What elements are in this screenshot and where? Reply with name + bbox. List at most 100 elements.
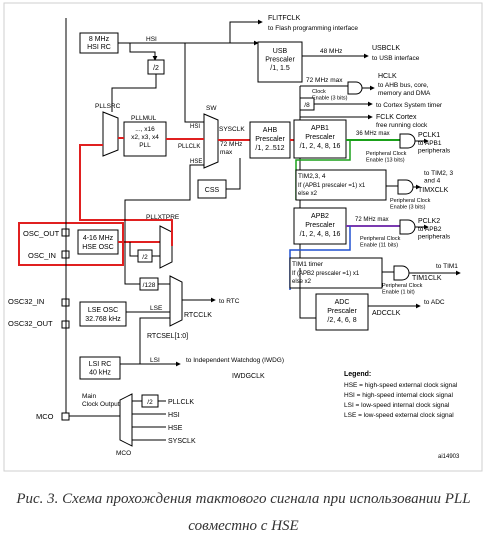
- mco-mux: [119, 393, 133, 447]
- to-iwdg-label: to Independent Watchdog (IWDG): [186, 357, 284, 364]
- tim234-box: [295, 169, 387, 201]
- usb-prescaler-box: [257, 41, 303, 83]
- mco-hsi-label: HSI: [168, 412, 180, 419]
- tim1-title: TIM1 timer: [292, 261, 324, 268]
- osc-out-label: OSC_OUT: [23, 229, 60, 238]
- sw-hsi-label: HSI: [190, 124, 200, 130]
- tim234-title: TIM2,3, 4: [298, 173, 326, 180]
- legend-title: Legend:: [344, 371, 371, 378]
- legend-hse: HSE = high-speed external clock signal: [344, 382, 458, 389]
- hclk-note: to AHB bus, core,memory and DMA: [378, 82, 431, 97]
- fclk-note: free running clock: [376, 122, 428, 129]
- adc-feed: [299, 268, 316, 319]
- hse-highlight: [18, 222, 124, 266]
- osc32-out-label: OSC32_OUT: [8, 319, 53, 328]
- pclk2-label: PCLK2: [418, 218, 440, 225]
- flitf-line: [229, 19, 263, 43]
- cortex-timer-label: to Cortex System timer: [376, 102, 443, 109]
- fclk-label: FCLK Cortex: [376, 114, 417, 121]
- max72-apb2-label: 72 MHz max: [355, 217, 389, 223]
- flitf-note: to Flash programming interface: [268, 25, 358, 32]
- usbclk-label: USBCLK: [372, 45, 400, 52]
- hse-to-sw: [124, 164, 204, 242]
- tim1-box: [289, 257, 383, 289]
- to-tim1-label: to TIM1: [436, 263, 458, 270]
- figure-frame: [3, 2, 483, 472]
- mco-pin: [61, 412, 70, 421]
- max72-top-label: 72 MHz max: [306, 77, 343, 84]
- pllxtpre-to-pllsrc: [79, 144, 173, 246]
- css-label: CSS: [205, 187, 220, 194]
- legend-hsi: HSI = high-speed internal clock signal: [344, 392, 453, 399]
- osc32-in-label: OSC32_IN: [8, 297, 44, 306]
- hsi-line-label: HSI: [146, 36, 157, 43]
- rtcclk-label: RTCCLK: [184, 312, 212, 319]
- pllxtpre-label: PLLXTPRE: [146, 214, 180, 221]
- div2-hse-label: /2: [142, 254, 148, 261]
- lse-osc-box: [79, 301, 127, 327]
- div8-label: /8: [304, 102, 310, 109]
- mco-pllclk-label: PLLCLK: [168, 399, 194, 406]
- div2-to-pllsrc: [111, 74, 157, 112]
- hsi-to-sw: [184, 43, 204, 123]
- fclk-line: [299, 110, 373, 120]
- usb-48mhz-label: 48 MHz: [320, 48, 342, 55]
- css-line: [226, 158, 241, 190]
- div2-mco-label: /2: [147, 399, 153, 406]
- legend-lsi: LSI = low-speed internal clock signal: [344, 402, 450, 409]
- rtcsel-label: RTCSEL[1:0]: [147, 333, 188, 340]
- adcclk-label: ADCCLK: [372, 310, 401, 317]
- hse-osc-box: [77, 229, 119, 255]
- to-adc-label: to ADC: [424, 299, 445, 306]
- pllsrc-label: PLLSRC: [95, 103, 121, 110]
- mco-mux-label: MCO: [116, 450, 131, 457]
- tim1-and-gate: [393, 265, 410, 281]
- to-rtc-label: to RTC: [219, 298, 240, 305]
- hclk-and-gate: [347, 81, 363, 95]
- mco-pin-label: MCO: [36, 412, 54, 421]
- div128-label: /128: [143, 282, 156, 289]
- figure-caption: Рис. 3. Схема прохождения тактового сигн…: [16, 491, 471, 534]
- mco-sysclk-label: SYSCLK: [168, 438, 196, 445]
- pllsrc-mux: [102, 111, 119, 157]
- osc-in-label: OSC_IN: [28, 251, 56, 260]
- legend-lse: LSE = low-speed external clock signal: [344, 412, 454, 419]
- hsi-to-div2: [129, 43, 158, 61]
- lsi-to-rtcmux: [139, 317, 170, 364]
- hse-to-div2: [129, 242, 138, 257]
- pclk1-label: PCLK1: [418, 132, 440, 139]
- lse-label: LSE: [150, 305, 163, 312]
- flitfclk-label: FLITFCLK: [268, 15, 301, 22]
- iwdgclk-label: IWDGCLK: [232, 373, 265, 380]
- pllmul-label: PLLMUL: [131, 115, 157, 122]
- div2-top-label: /2: [153, 65, 159, 72]
- adc-prescaler-box: [315, 293, 369, 331]
- sw-mux: [203, 113, 219, 169]
- sw-pllclk-label: PLLCLK: [178, 144, 200, 150]
- figure-id: ai14903: [438, 454, 460, 460]
- sysclk-label: SYSCLK: [219, 126, 245, 133]
- lsi-rc-box: [79, 356, 121, 380]
- lsi-label: LSI: [150, 357, 160, 364]
